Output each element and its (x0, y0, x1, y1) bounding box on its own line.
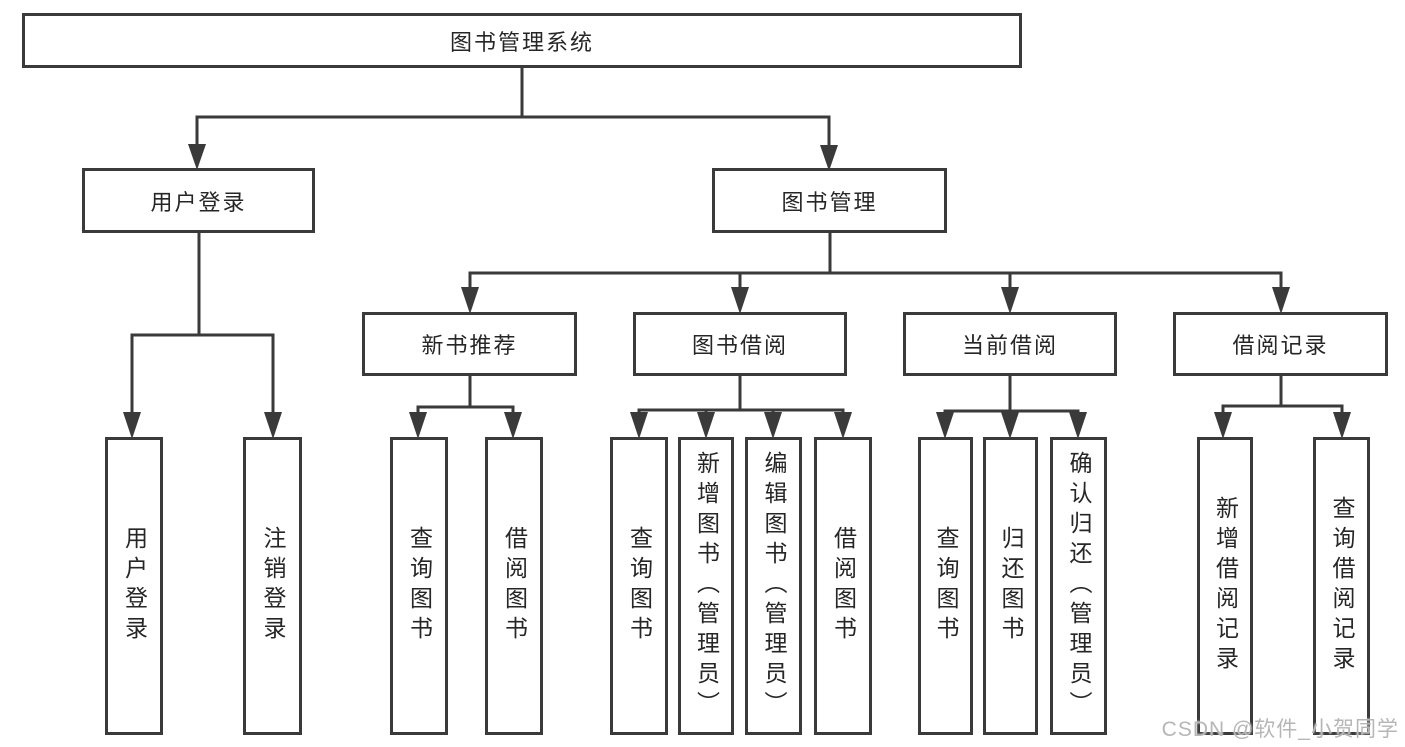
node-borrowing-records: 借阅记录 (1173, 312, 1388, 376)
leaf-edit-book-admin-label: 编辑图书（管理员） (761, 451, 787, 721)
leaf-query-borrow-record-label: 查询借阅记录 (1329, 496, 1355, 676)
leaf-query-book-under-borrowing: 查询图书 (610, 437, 668, 735)
leaf-query-book-under-borrowing-label: 查询图书 (626, 526, 653, 646)
node-book-borrowing-label: 图书借阅 (691, 333, 788, 358)
node-new-book-recommend: 新书推荐 (362, 312, 577, 376)
node-new-book-recommend-label: 新书推荐 (421, 333, 518, 358)
leaf-confirm-return-admin-label: 确认归还（管理员） (1066, 451, 1092, 721)
leaf-add-book-admin-label: 新增图书（管理员） (693, 451, 720, 721)
node-book-management-label: 图书管理 (781, 189, 878, 215)
leaf-query-book-under-current: 查询图书 (918, 437, 973, 735)
node-book-borrowing: 图书借阅 (633, 312, 847, 376)
csdn-watermark: CSDN @软件_小贺同学 (1161, 718, 1399, 741)
leaf-add-borrow-record-label: 新增借阅记录 (1212, 496, 1239, 676)
node-book-management: 图书管理 (712, 168, 947, 233)
leaf-logout: 注销登录 (243, 437, 302, 735)
node-root: 图书管理系统 (22, 13, 1022, 68)
leaf-add-borrow-record: 新增借阅记录 (1197, 437, 1253, 735)
leaf-user-login: 用户登录 (105, 437, 163, 735)
leaf-borrow-book-under-borrowing: 借阅图书 (814, 437, 872, 735)
node-current-borrowing: 当前借阅 (903, 312, 1117, 376)
node-root-label: 图书管理系统 (449, 29, 594, 55)
leaf-return-book: 归还图书 (983, 437, 1038, 735)
node-user-login-label: 用户登录 (150, 189, 247, 215)
leaf-return-book-label: 归还图书 (998, 526, 1024, 646)
leaf-add-book-admin: 新增图书（管理员） (678, 437, 734, 735)
leaf-edit-book-admin: 编辑图书（管理员） (745, 437, 802, 735)
node-current-borrowing-label: 当前借阅 (961, 333, 1058, 358)
node-user-login: 用户登录 (82, 168, 315, 233)
leaf-query-borrow-record: 查询借阅记录 (1313, 437, 1370, 735)
leaf-query-book-under-recommend-label: 查询图书 (406, 526, 433, 646)
leaf-confirm-return-admin: 确认归还（管理员） (1050, 437, 1107, 735)
node-borrowing-records-label: 借阅记录 (1232, 333, 1329, 358)
leaf-user-login-label: 用户登录 (121, 526, 148, 646)
leaf-query-book-under-recommend: 查询图书 (390, 437, 448, 735)
leaf-borrow-book-under-recommend: 借阅图书 (485, 437, 543, 735)
leaf-query-book-under-current-label: 查询图书 (933, 526, 959, 646)
leaf-logout-label: 注销登录 (260, 526, 286, 646)
leaf-borrow-book-under-borrowing-label: 借阅图书 (830, 526, 857, 646)
leaf-borrow-book-under-recommend-label: 借阅图书 (501, 526, 528, 646)
